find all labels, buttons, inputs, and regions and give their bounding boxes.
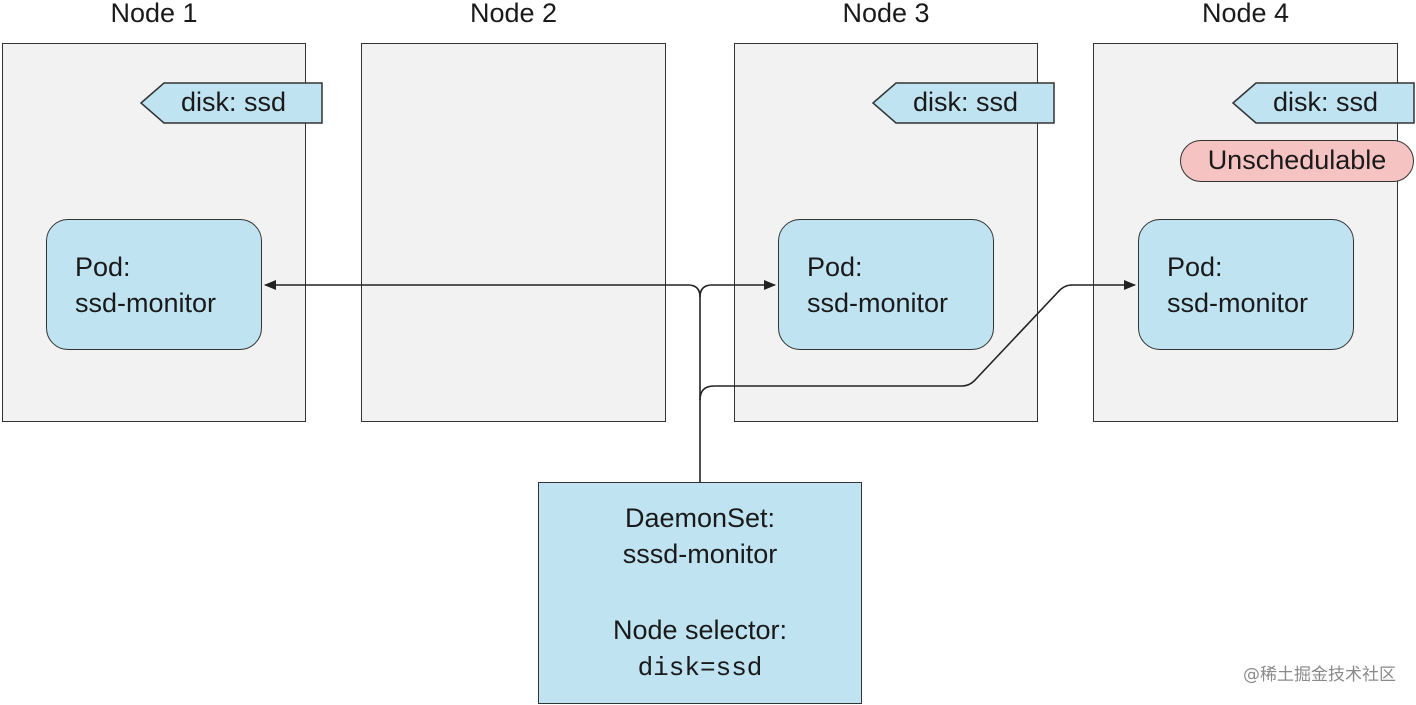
pod-name: ssd-monitor [1167, 288, 1309, 318]
node-4-label-text: disk: ssd [1273, 87, 1379, 117]
node-1-title: Node 1 [110, 0, 198, 28]
pod-name: ssd-monitor [807, 288, 949, 318]
node-4-unschedulable-badge: Unschedulable [1180, 140, 1414, 182]
pod-name: ssd-monitor [75, 288, 217, 318]
pod-label: Pod: [807, 252, 863, 282]
daemonset-name: sssd-monitor [622, 539, 778, 569]
watermark: @稀土掘金技术社区 [1243, 665, 1396, 685]
arrow-to-node-1-pod [264, 280, 701, 482]
node-selector-label: Node selector: [612, 615, 788, 645]
node-2-box [361, 43, 666, 422]
arrow-to-node-4-pod [699, 280, 1136, 401]
node-selector-value: disk=ssd [637, 653, 763, 683]
node-3-pod: Pod: ssd-monitor [778, 219, 994, 350]
pod-label: Pod: [75, 252, 131, 282]
arrow-to-node-3-pod [699, 280, 776, 298]
node-3-title: Node 3 [842, 0, 930, 28]
node-3-label-tag [871, 82, 1055, 124]
daemonset-kind: DaemonSet: [624, 503, 776, 533]
pod-label: Pod: [1167, 252, 1223, 282]
node-2-title: Node 2 [469, 0, 558, 28]
node-3-label-text: disk: ssd [913, 87, 1019, 117]
node-4-label-tag [1231, 82, 1415, 124]
node-1-label-text: disk: ssd [181, 87, 287, 117]
daemonset-box: DaemonSet: sssd-monitor Node selector: d… [538, 482, 862, 704]
node-4-pod: Pod: ssd-monitor [1138, 219, 1354, 350]
node-4-title: Node 4 [1201, 0, 1290, 28]
node-1-label-tag [139, 82, 323, 124]
node-1-pod: Pod: ssd-monitor [46, 219, 262, 350]
